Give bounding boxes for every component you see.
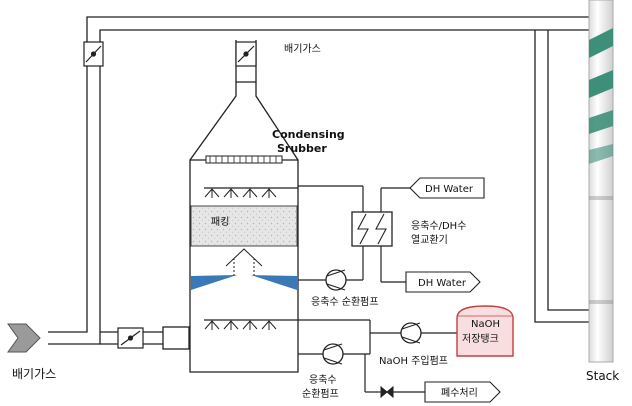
heat-exchanger-icon — [351, 211, 393, 247]
flue-gas-top-label: 배기가스 — [284, 43, 321, 55]
scrubber-label-line1: Condensing — [272, 128, 345, 141]
flue-gas-inlet-label: 배기가스 — [12, 367, 56, 381]
circulation-pump-label: 응축수 순환펌프 — [311, 296, 379, 308]
condensate-pump-label-line1: 응축수 — [309, 374, 337, 386]
stack-label: Stack — [586, 369, 619, 383]
heat-exchanger-label-line1: 응축수/DH수 — [411, 220, 466, 232]
check-valve-icon — [380, 385, 394, 399]
scrubber-label-line2: Srubber — [277, 142, 327, 155]
pump-icon — [325, 269, 347, 291]
spray-nozzle-icon — [204, 319, 370, 330]
heat-exchanger-label-line2: 열교환기 — [411, 234, 448, 246]
damper-valve-icon — [235, 41, 257, 67]
dh-water-in-tag — [409, 177, 485, 199]
dh-water-out-tag — [405, 271, 481, 293]
condensate-pump-label-line2: 순환펌프 — [302, 388, 339, 400]
spray-nozzle-icon — [204, 187, 298, 198]
damper-valve-icon — [117, 327, 144, 349]
condensate-distributor — [191, 248, 297, 290]
wastewater-label: 폐수처리 — [441, 387, 478, 399]
packing-label: 패킹 — [211, 216, 229, 228]
naoh-tank-label-line2: 저장탱크 — [462, 333, 499, 345]
scrubber-vessel — [162, 81, 299, 373]
inlet-arrow-icon — [7, 323, 41, 353]
dh-water-out-label: DH Water — [418, 278, 467, 289]
naoh-tank-label-line1: NaOH — [471, 319, 500, 330]
dh-water-in-label: DH Water — [425, 184, 474, 195]
wastewater-tag — [424, 381, 501, 403]
flue-gas-duct — [48, 16, 590, 345]
pump-icon — [400, 322, 422, 344]
pump-icon — [322, 343, 344, 365]
naoh-pump-label: NaOH 주입펌프 — [379, 354, 448, 367]
damper-valve-icon — [83, 41, 104, 67]
condensate-piping — [298, 185, 457, 393]
naoh-storage-tank — [456, 305, 514, 357]
stack-chimney — [588, 0, 614, 363]
packing-bed — [190, 205, 298, 247]
